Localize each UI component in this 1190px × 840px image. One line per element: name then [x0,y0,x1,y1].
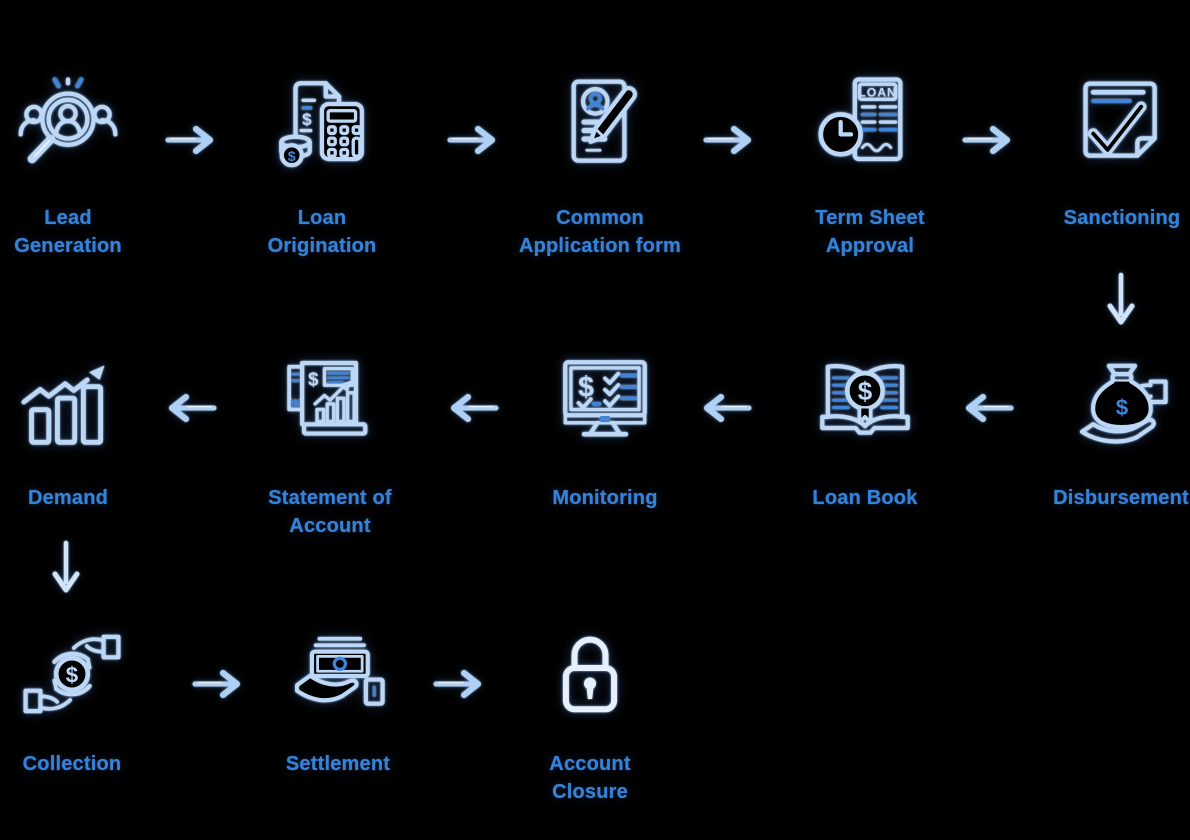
step-lead-generation: Lead Generation [0,72,153,260]
step-collection: $ Collection [0,620,157,778]
step-demand: Demand [0,352,153,512]
step-sanctioning: Sanctioning [1037,72,1190,232]
arrow-settlement-to-closure-icon [433,668,485,705]
cash-in-hand-icon [286,620,390,728]
step-common-application-form: Common Application form [515,72,685,260]
loan-document-clock-icon: LOAN [817,72,923,174]
step-statement-of-account: $ Statement of Account [245,352,415,540]
step-loan-origination: $ $ Loan Origination [237,72,407,260]
step-label: Loan Origination [267,207,377,257]
svg-text:$: $ [1116,395,1129,420]
step-account-closure: Account Closure [505,620,675,806]
bar-chart-growth-icon [19,352,117,452]
svg-text:LOAN: LOAN [858,86,897,100]
arrow-collection-to-settlement-icon [192,668,244,705]
step-label: Monitoring [552,487,658,509]
step-loan-book: $ Loan Book [780,352,950,512]
svg-text:$: $ [308,368,319,389]
padlock-icon [547,620,633,728]
step-label: Sanctioning [1063,207,1181,229]
arrow-monitoring-to-statement-icon [447,392,499,429]
svg-text:$: $ [288,149,296,165]
step-disbursement: $ Disbursement [1036,352,1190,512]
step-label: Loan Book [812,487,918,509]
note-checkmark-icon [1074,72,1170,174]
step-label: Collection [22,753,122,775]
arrow-origination-to-application-icon [447,124,499,161]
step-label: Account Closure [549,753,631,803]
arrow-demand-to-collection-icon [50,540,82,603]
step-label: Term Sheet Approval [815,207,925,257]
step-label: Common Application form [518,207,682,257]
step-label: Lead Generation [14,207,122,257]
arrow-sanctioning-to-disbursement-icon [1105,272,1137,335]
step-monitoring: $ Monitoring [520,352,690,512]
svg-text:$: $ [66,662,79,687]
form-avatar-pencil-icon [553,72,647,174]
step-label: Demand [27,487,109,509]
svg-text:$: $ [302,110,312,129]
arrow-lead-to-origination-icon [165,124,217,161]
monitor-checklist-icon: $ [552,352,658,452]
arrow-loanbook-to-monitoring-icon [700,392,752,429]
step-label: Disbursement [1053,487,1189,509]
document-calculator-coins-icon: $ $ [269,72,375,174]
step-term-sheet-approval: LOAN Term Sheet Approval [785,72,955,260]
arrow-statement-to-demand-icon [165,392,217,429]
step-label: Settlement [285,753,391,775]
svg-text:$: $ [578,371,594,403]
step-label: Statement of Account [268,487,392,537]
statement-chart-icon: $ [278,352,382,452]
open-book-dollar-icon: $ [813,352,917,452]
arrow-disbursement-to-loanbook-icon [962,392,1014,429]
svg-text:$: $ [858,376,873,406]
people-search-icon [15,72,121,174]
hands-dollar-exchange-icon: $ [20,620,124,728]
arrow-application-to-termsheet-icon [703,124,755,161]
arrow-termsheet-to-sanctioning-icon [962,124,1014,161]
money-bag-hand-icon: $ [1069,352,1173,452]
step-settlement: Settlement [253,620,423,778]
